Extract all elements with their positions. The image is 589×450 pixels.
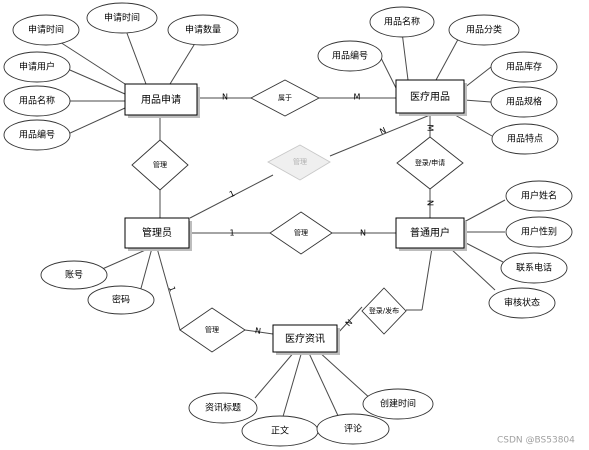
attr-request-user: 申请用户 <box>3 51 71 83</box>
relationship-login-apply: 登录/申请 <box>396 136 464 190</box>
attr-supply-name: 用品名称 <box>369 6 435 38</box>
cardinality-label: N <box>222 93 228 102</box>
svg-text:用品库存: 用品库存 <box>506 61 542 73</box>
relationship-label: 管理 <box>153 160 167 169</box>
cardinality-labels: N M N 1 1 N M N 1 N N <box>167 93 435 336</box>
svg-text:账号: 账号 <box>65 270 83 281</box>
entity-label: 医疗用品 <box>410 90 450 103</box>
watermark-text: CSDN @BS53804 <box>497 436 575 446</box>
relationship-belongs-to: 属于 <box>250 79 320 117</box>
connector-lines <box>45 19 506 421</box>
cardinality-label: N <box>344 318 355 329</box>
entity-label: 管理员 <box>142 226 172 239</box>
svg-text:审核状态: 审核状态 <box>504 297 540 309</box>
cardinality-label: N <box>254 326 261 336</box>
cardinality-label: N <box>378 126 387 137</box>
attr-news-title: 资讯标题 <box>188 392 258 424</box>
attr-supply-code: 用品编号 <box>317 40 383 72</box>
svg-text:用品分类: 用品分类 <box>466 24 502 36</box>
entity-label: 普通用户 <box>410 226 450 239</box>
svg-text:申请时间: 申请时间 <box>28 24 64 36</box>
svg-text:用品名称: 用品名称 <box>19 95 55 107</box>
svg-text:评论: 评论 <box>344 423 362 435</box>
attr-news-body: 正文 <box>241 415 319 447</box>
entity-medical-supply: 医疗用品 <box>395 79 467 116</box>
svg-text:联系电话: 联系电话 <box>516 262 552 274</box>
entity-item-request: 用品申请 <box>124 83 200 118</box>
relationship-label: 管理 <box>293 157 307 166</box>
attr-supply-spec: 用品规格 <box>490 86 558 118</box>
entity-label: 医疗资讯 <box>285 332 325 345</box>
svg-text:申请用户: 申请用户 <box>19 61 55 73</box>
attr-user-phone: 联系电话 <box>500 252 568 284</box>
cardinality-label: 1 <box>228 189 236 199</box>
attr-news-comment: 评论 <box>316 413 390 445</box>
relationship-manage-supply: 管理 <box>267 144 331 181</box>
attr-admin-account: 账号 <box>40 260 108 290</box>
attr-request-qty: 申请数量 <box>167 14 239 46</box>
svg-text:用品编号: 用品编号 <box>19 129 55 141</box>
relationship-manage-news: 管理 <box>179 307 246 353</box>
relationship-label: 登录/申请 <box>415 158 445 167</box>
cardinality-label: 1 <box>229 229 234 238</box>
entity-medical-news: 医疗资讯 <box>272 324 340 355</box>
relationship-label: 登录/发布 <box>369 306 399 315</box>
svg-text:密码: 密码 <box>112 294 130 306</box>
cardinality-label: N <box>426 200 435 206</box>
svg-text:创建时间: 创建时间 <box>380 398 416 410</box>
attr-request-item-code: 用品编号 <box>3 119 71 151</box>
cardinality-label: M <box>354 93 361 102</box>
cardinality-label: M <box>426 125 435 132</box>
attr-user-review: 审核状态 <box>488 287 556 319</box>
svg-text:申请数量: 申请数量 <box>185 24 221 36</box>
relationship-label: 管理 <box>205 325 219 334</box>
svg-text:用户姓名: 用户姓名 <box>521 190 557 202</box>
attr-request-item-name: 用品名称 <box>3 85 71 117</box>
svg-text:资讯标题: 资讯标题 <box>205 402 241 414</box>
svg-text:用户性别: 用户性别 <box>521 226 557 238</box>
attr-supply-feature: 用品特点 <box>491 123 559 155</box>
entity-admin: 管理员 <box>124 217 192 251</box>
svg-text:正文: 正文 <box>271 425 289 437</box>
attr-supply-stock: 用品库存 <box>490 51 558 83</box>
attr-user-gender: 用户性别 <box>505 216 573 248</box>
relationship-label: 管理 <box>294 228 308 237</box>
entity-user: 普通用户 <box>395 217 467 251</box>
svg-text:用品编号: 用品编号 <box>332 50 368 62</box>
svg-text:用品规格: 用品规格 <box>506 96 542 108</box>
relationship-label: 属于 <box>278 94 292 102</box>
attr-news-created: 创建时间 <box>362 388 434 420</box>
relationship-manage-request: 管理 <box>131 139 189 191</box>
entity-label: 用品申请 <box>141 93 181 106</box>
cardinality-label: 1 <box>167 285 177 293</box>
svg-text:用品特点: 用品特点 <box>507 133 543 145</box>
svg-text:用品名称: 用品名称 <box>384 16 420 28</box>
relationship-manage-user: 管理 <box>269 211 333 255</box>
svg-text:申请时间: 申请时间 <box>104 12 140 24</box>
attr-admin-password: 密码 <box>87 285 155 315</box>
attr-supply-category: 用品分类 <box>448 14 520 46</box>
cardinality-label: N <box>360 229 366 238</box>
attr-user-name: 用户姓名 <box>505 180 573 212</box>
attr-request-time-2: 申请时间 <box>86 2 158 34</box>
relationship-login-publish: 登录/发布 <box>361 287 407 335</box>
attr-request-time-1: 申请时间 <box>12 14 80 46</box>
